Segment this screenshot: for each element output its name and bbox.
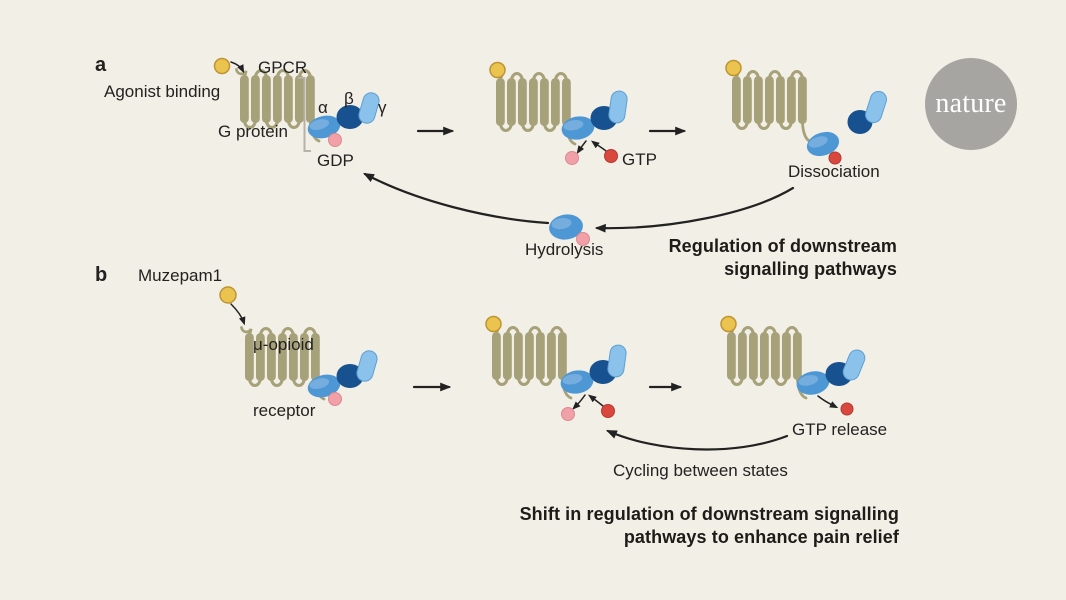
g-gamma-subunit — [865, 90, 887, 124]
muzepam1-ligand — [219, 286, 237, 304]
caption-line: Regulation of downstream — [668, 236, 897, 256]
gpcr-receptor-stage3 — [727, 69, 813, 144]
g-gamma-subunit — [842, 349, 866, 381]
g-protein-trimer-stage1 — [307, 350, 378, 406]
dissociation-label: Dissociation — [788, 162, 880, 181]
gdp-leaving-arrow — [572, 394, 586, 410]
gtp-label: GTP — [622, 150, 657, 169]
gtp-release-arrow — [817, 395, 839, 409]
gdp-molecule-leaving — [565, 151, 579, 165]
agonist-bound — [489, 61, 506, 79]
panel-b-label: b — [95, 264, 108, 286]
agonist-ligand — [213, 57, 231, 75]
g-alpha-subunit — [307, 115, 341, 139]
caption-line: pathways to enhance pain relief — [623, 527, 899, 547]
gdp-molecule — [576, 232, 590, 246]
gtp-molecule — [828, 151, 842, 165]
g-protein-trimer-stage2 — [560, 344, 627, 394]
gdp-label: GDP — [317, 151, 354, 170]
g-gamma-subunit — [358, 92, 380, 124]
caption-line: signalling pathways — [724, 259, 897, 279]
receptor-label-line: μ-opioid — [253, 335, 314, 354]
panel-b-artwork — [219, 286, 866, 451]
mu-opioid-receptor-label: μ-opioid receptor — [253, 290, 315, 466]
hydrolysis-to-gdp-arrow — [363, 172, 550, 225]
panel-a-label: a — [95, 54, 107, 76]
gtp-entering-arrow — [587, 394, 604, 407]
muzepam1-bound — [720, 315, 737, 333]
gpcr-label: GPCR — [258, 58, 308, 77]
receptor-label-line: receptor — [253, 401, 316, 420]
panel-b-caption: Shift in regulation of downstream signal… — [520, 503, 899, 549]
nature-wordmark: nature — [935, 88, 1007, 119]
panel-a-artwork — [213, 57, 887, 246]
gtp-molecule — [604, 149, 618, 163]
dissociated-beta-gamma — [847, 90, 887, 134]
agonist-binding-label: Agonist binding — [104, 82, 221, 101]
nature-logo: nature — [925, 58, 1017, 150]
gtp-release-label: GTP release — [792, 420, 888, 439]
gdp-leaving-arrow — [576, 140, 587, 155]
g-protein-trimer-stage1 — [307, 92, 380, 147]
muzepam1-label: Muzepam1 — [138, 266, 223, 285]
cycling-between-states-arrow — [605, 429, 789, 451]
panel-a-caption: Regulation of downstream signalling path… — [669, 235, 897, 281]
gtp-entering-arrow — [590, 140, 607, 152]
g-protein-bracket — [298, 77, 311, 152]
agonist-bound — [725, 59, 742, 77]
dissociation-to-hydrolysis-arrow — [594, 186, 795, 233]
gamma-subunit-label: γ — [378, 98, 387, 117]
g-beta-subunit — [336, 105, 364, 129]
agonist-binding-arrow — [230, 61, 245, 74]
gdp-molecule-leaving — [561, 407, 575, 421]
g-protein-trimer-stage3 — [796, 349, 866, 395]
gtp-molecule — [601, 404, 615, 418]
mu-opioid-receptor-stage3 — [722, 325, 808, 400]
alpha-subunit-label: α — [318, 98, 328, 117]
gtp-molecule-released — [840, 402, 854, 416]
hydrolysis-alpha-gdp — [549, 214, 590, 246]
g-gamma-subunit — [607, 344, 627, 378]
g-protein-trimer-stage2 — [561, 90, 628, 140]
cycling-between-states-label: Cycling between states — [613, 461, 788, 480]
g-beta-subunit — [336, 364, 364, 388]
beta-subunit-label: β — [344, 89, 354, 108]
g-gamma-subunit — [608, 90, 628, 124]
dissociated-alpha-gtp — [806, 131, 842, 165]
g-protein-label: G protein — [218, 122, 288, 141]
hydrolysis-label: Hydrolysis — [525, 240, 604, 259]
mu-opioid-receptor-stage2 — [487, 325, 573, 400]
muzepam1-bound — [485, 315, 502, 333]
g-gamma-subunit — [356, 350, 378, 382]
gdp-molecule — [328, 392, 342, 406]
caption-line: Shift in regulation of downstream signal… — [519, 504, 899, 524]
ligand-binding-arrow — [230, 303, 246, 326]
gdp-molecule — [328, 133, 342, 147]
